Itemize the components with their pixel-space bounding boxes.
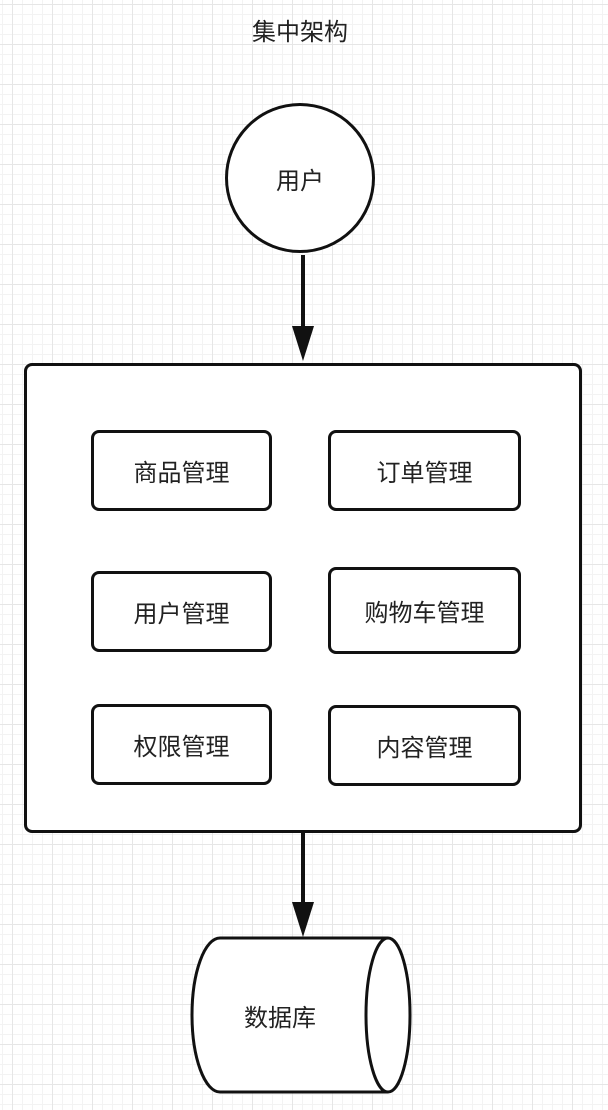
arrow-user-to-system xyxy=(292,255,314,361)
module-content-management[interactable]: 内容管理 xyxy=(328,705,521,786)
module-product-management[interactable]: 商品管理 xyxy=(91,430,272,511)
module-label: 权限管理 xyxy=(133,733,230,761)
module-user-management[interactable]: 用户管理 xyxy=(91,571,272,652)
database-node[interactable]: 数据库 xyxy=(195,990,365,1040)
diagram-title: 集中架构 xyxy=(252,18,348,46)
user-node[interactable]: 用户 xyxy=(225,103,375,253)
module-label: 订单管理 xyxy=(376,459,473,487)
module-permission-management[interactable]: 权限管理 xyxy=(91,704,272,785)
user-node-label: 用户 xyxy=(276,166,324,195)
module-order-management[interactable]: 订单管理 xyxy=(328,430,521,511)
module-cart-management[interactable]: 购物车管理 xyxy=(328,567,521,654)
arrow-system-to-database xyxy=(292,833,314,937)
module-label: 用户管理 xyxy=(133,600,230,628)
module-label: 购物车管理 xyxy=(364,599,485,627)
module-label: 内容管理 xyxy=(376,734,473,762)
database-label: 数据库 xyxy=(244,1003,316,1032)
module-label: 商品管理 xyxy=(133,459,230,487)
